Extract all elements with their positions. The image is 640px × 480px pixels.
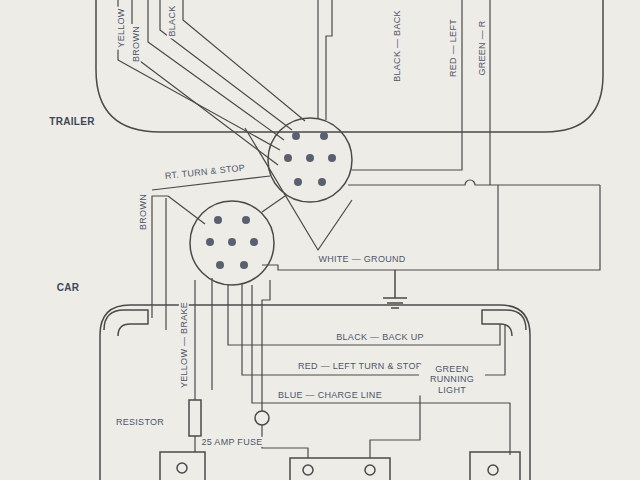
wire-label: GREEN — R	[477, 18, 487, 77]
wire-label: BROWN	[138, 192, 148, 232]
car-connector	[190, 201, 274, 285]
wire-label: RT. TURN & STOP	[162, 162, 247, 181]
terminal-post	[303, 465, 313, 475]
connector-pin	[328, 154, 336, 162]
car-bumper	[482, 310, 526, 336]
wire	[348, 180, 600, 185]
wire	[352, 0, 462, 170]
connector-pin	[228, 238, 236, 246]
wire	[497, 185, 498, 270]
wire	[245, 128, 352, 250]
connector-pin	[242, 216, 250, 224]
connector-pin	[306, 154, 314, 162]
terminal-block	[470, 452, 520, 480]
section-title: TRAILER	[47, 116, 96, 128]
wire	[165, 198, 166, 330]
connector-pin	[320, 132, 328, 140]
wire-label: BLACK — BACK UP	[334, 332, 426, 342]
component-label: RESISTOR	[114, 417, 166, 427]
wire	[489, 0, 490, 185]
section-title: CAR	[55, 282, 82, 294]
wire	[148, 0, 284, 140]
terminal-post	[365, 465, 375, 475]
terminal-post	[488, 465, 498, 475]
car-bumper	[104, 310, 148, 336]
wire-label: YELLOW	[116, 6, 126, 49]
connector-pin	[216, 261, 224, 269]
wire-label: RED — LEFT	[448, 17, 458, 79]
wire	[118, 0, 280, 150]
ground-symbol	[383, 270, 407, 308]
wire	[262, 425, 308, 458]
wire-label: RED — LEFT TURN & STOP	[296, 361, 424, 371]
wire	[228, 284, 500, 345]
trailer-outline	[96, 0, 603, 132]
connector-pin	[292, 132, 300, 140]
terminal-post	[177, 463, 187, 473]
wire-label: WHITE — GROUND	[316, 254, 407, 264]
connector-pin	[294, 178, 302, 186]
wire-label: BLACK	[167, 3, 177, 38]
wire	[262, 185, 600, 270]
component-label: 25 AMP FUSE	[199, 437, 264, 447]
wire-label: YELLOW — BRAKE	[179, 300, 189, 390]
wire	[242, 283, 505, 375]
trailer-connector	[268, 118, 352, 202]
wire	[317, 0, 318, 119]
connector-pin	[240, 261, 248, 269]
terminal-block	[160, 452, 205, 480]
wire	[183, 0, 305, 121]
resistor-symbol	[189, 400, 201, 436]
wire-label: BROWN	[131, 24, 141, 64]
wire-label: BLACK — BACK	[392, 8, 402, 84]
wire	[262, 196, 285, 212]
terminal-block	[290, 458, 390, 480]
wire	[211, 278, 212, 390]
car-outline	[100, 305, 530, 480]
wire	[160, 0, 292, 130]
wire	[326, 0, 332, 120]
connector-pin	[250, 238, 258, 246]
wire	[194, 280, 195, 400]
wire	[194, 436, 195, 452]
fuse-symbol	[255, 411, 269, 425]
connector-pin	[206, 238, 214, 246]
connector-pin	[214, 216, 222, 224]
wire	[252, 285, 510, 455]
wire-label: GREEN RUNNING LIGHT	[419, 364, 485, 395]
connector-pin	[284, 154, 292, 162]
wire	[370, 390, 480, 458]
wire	[262, 280, 270, 411]
connector-pin	[318, 178, 326, 186]
wire-label: BLUE — CHARGE LINE	[276, 390, 384, 400]
